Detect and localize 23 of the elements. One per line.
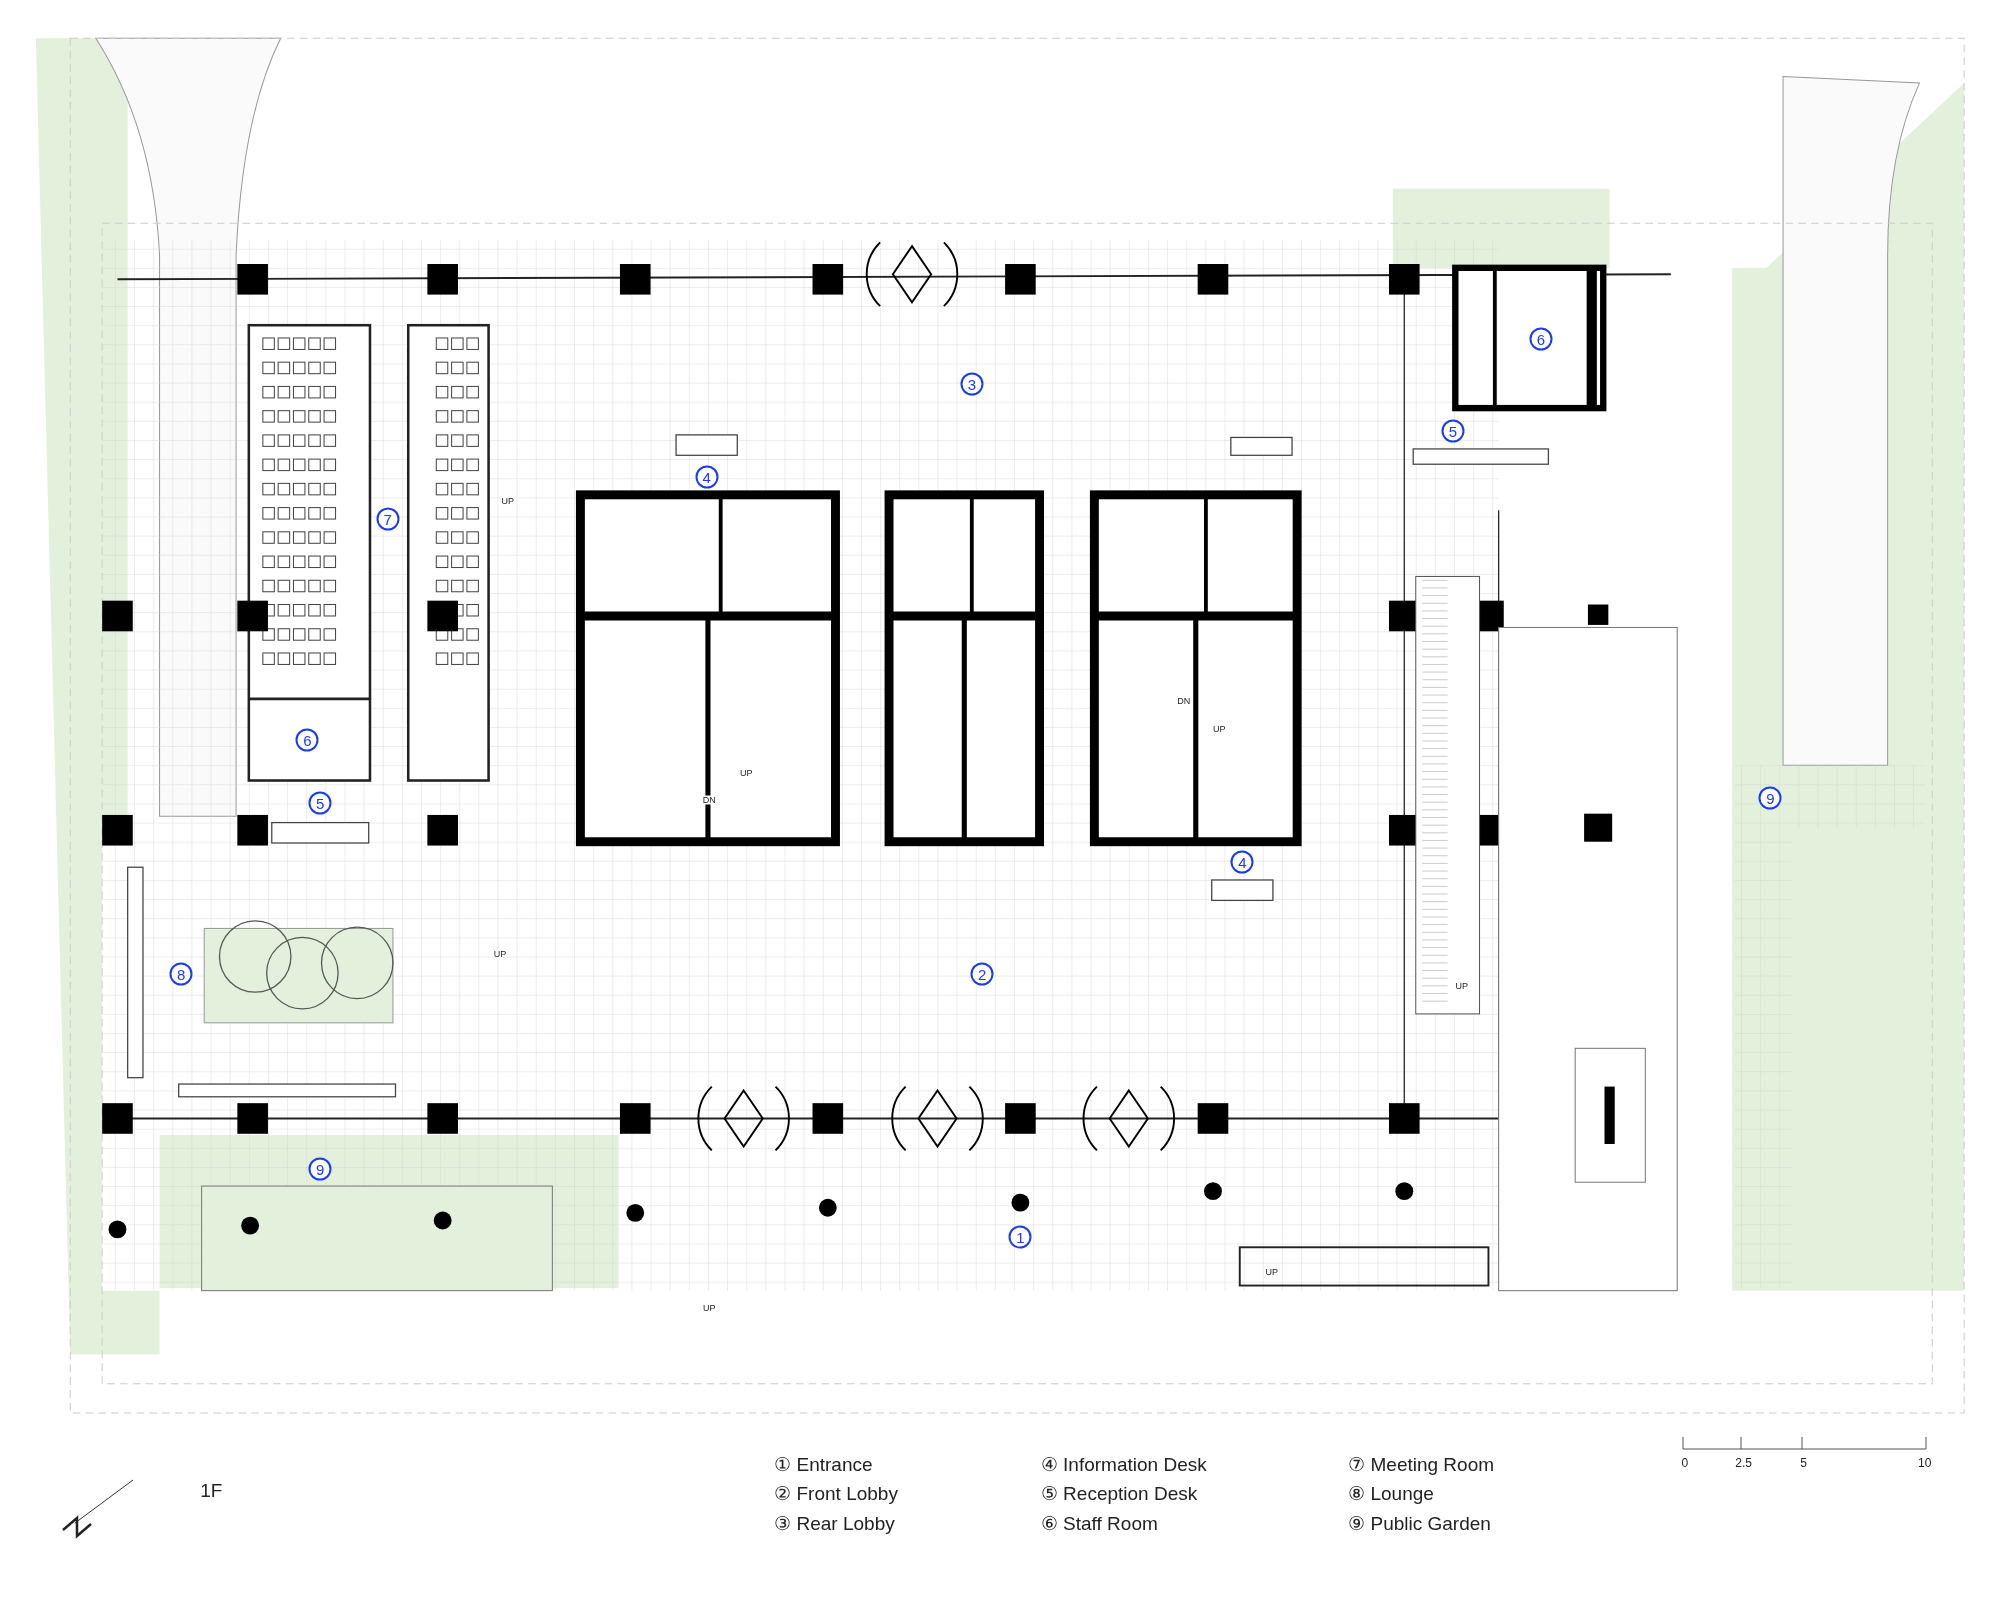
scale-number: 2.5 [1735, 1456, 1752, 1469]
stair-direction-text: DN [702, 795, 716, 805]
stair-direction-text: UP [1265, 1267, 1278, 1276]
stair-direction-text: UP [739, 768, 753, 778]
stair-direction-text: UP [702, 1304, 716, 1313]
legend-text: ① Entrance [774, 1454, 873, 1474]
legend-text: ② Front Lobby [774, 1483, 898, 1503]
legend-text: 1F [200, 1480, 223, 1500]
stair-direction-text: UP [493, 949, 507, 959]
legend-text: ③ Rear Lobby [774, 1513, 895, 1533]
legend-text: ⑦ Meeting Room [1348, 1454, 1495, 1474]
scale-number: 5 [1800, 1456, 1807, 1469]
legend-text: ⑥ Staff Room [1040, 1513, 1158, 1533]
stair-direction-text: UP [501, 496, 514, 506]
stair-direction-text: UP [1213, 725, 1226, 734]
legend-text: ⑨ Public Garden [1348, 1513, 1491, 1533]
legend-text: ④ Information Desk [1040, 1454, 1207, 1474]
legend-text: ⑤ Reception Desk [1040, 1483, 1198, 1503]
scale-number: 10 [1918, 1456, 1932, 1469]
legend-text: ⑧ Lounge [1348, 1483, 1434, 1503]
stair-direction-text: DN [1177, 696, 1191, 706]
stair-direction-text: UP [1455, 981, 1468, 991]
scale-number: 0 [1681, 1456, 1689, 1469]
